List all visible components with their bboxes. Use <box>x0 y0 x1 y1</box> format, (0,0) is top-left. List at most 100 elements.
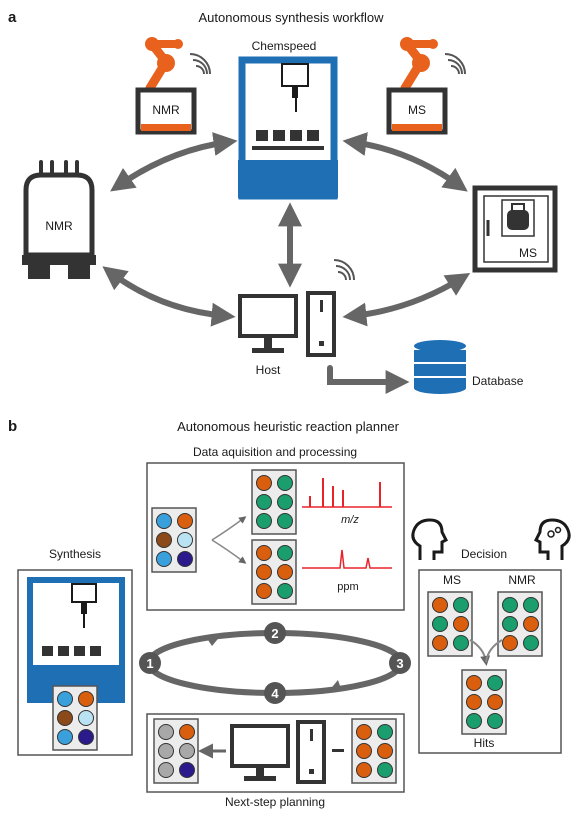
cycle-step-3: 3 <box>389 652 411 674</box>
arrow-host-database <box>327 365 410 394</box>
well <box>277 564 293 580</box>
well <box>158 743 174 759</box>
well <box>277 513 293 529</box>
well <box>523 616 539 632</box>
panel-a-title: Autonomous synthesis workflow <box>199 10 385 25</box>
well <box>356 762 372 778</box>
robot-arm-ms-icon <box>386 37 466 135</box>
well <box>277 494 293 510</box>
well <box>466 694 482 710</box>
nmr-magnet-icon <box>22 160 96 279</box>
well <box>277 545 293 561</box>
well <box>487 694 503 710</box>
well <box>256 513 272 529</box>
well <box>277 475 293 491</box>
well <box>356 724 372 740</box>
well <box>179 743 195 759</box>
well <box>277 583 293 599</box>
hits-plate <box>461 669 507 735</box>
well <box>57 729 73 745</box>
ms-spectrum-plot <box>302 478 392 508</box>
robot-arm-nmr-icon <box>135 37 211 135</box>
well <box>156 532 172 548</box>
well <box>179 762 195 778</box>
well <box>256 545 272 561</box>
well <box>502 616 518 632</box>
panel-b-title: Autonomous heuristic reaction planner <box>177 419 400 434</box>
cycle-step-1: 1 <box>139 652 161 674</box>
well <box>57 710 73 726</box>
ms-processed-plate <box>251 469 297 535</box>
nmr-processed-plate <box>251 539 297 605</box>
well <box>256 494 272 510</box>
well <box>179 724 195 740</box>
cycle-step-2: 2 <box>264 622 286 644</box>
data-processing-box <box>146 462 405 611</box>
svg-text:3: 3 <box>396 656 403 671</box>
well <box>177 513 193 529</box>
arrow-chemspeed-ms <box>342 132 468 192</box>
chemspeed-mini-icon <box>27 577 125 703</box>
nmr-instrument-label: NMR <box>45 219 73 233</box>
well <box>78 691 94 707</box>
well <box>377 743 393 759</box>
ms-instrument-label: MS <box>519 246 537 260</box>
well <box>487 675 503 691</box>
svg-text:2: 2 <box>271 626 278 641</box>
well <box>432 635 448 651</box>
decision-box <box>418 569 562 754</box>
well <box>377 762 393 778</box>
synthesis-label: Synthesis <box>49 547 101 561</box>
well <box>78 729 94 745</box>
well <box>487 713 503 729</box>
planning-input-plate <box>351 718 397 784</box>
well <box>158 762 174 778</box>
synthesis-plate <box>52 685 98 751</box>
host-label: Host <box>256 363 281 377</box>
svg-text:1: 1 <box>146 656 153 671</box>
well <box>377 724 393 740</box>
head-outline-icon <box>411 518 449 560</box>
robot-nmr-label: NMR <box>152 103 180 117</box>
head-thinking-icon <box>533 518 571 560</box>
well <box>156 513 172 529</box>
well <box>57 691 73 707</box>
host-computer-icon <box>238 291 336 357</box>
well <box>256 583 272 599</box>
well <box>502 635 518 651</box>
well <box>466 713 482 729</box>
decision-ms-label: MS <box>443 573 461 587</box>
planning-box <box>146 713 405 793</box>
ppm-axis-label: ppm <box>337 581 358 593</box>
well <box>177 551 193 567</box>
well <box>158 724 174 740</box>
well <box>256 475 272 491</box>
nmr-spectrum-plot <box>302 549 392 569</box>
well <box>256 564 272 580</box>
planning-output-plate <box>153 718 199 784</box>
mz-axis-label: m/z <box>341 514 359 526</box>
panel-b-letter: b <box>8 418 17 435</box>
planning-computer-icon <box>230 720 326 784</box>
mass-spectrometer-icon <box>472 185 558 273</box>
well <box>502 597 518 613</box>
well <box>523 597 539 613</box>
decision-ms-plate <box>427 591 473 657</box>
wifi-icon <box>333 259 355 281</box>
synthesis-box <box>17 569 133 756</box>
starting-plate <box>151 507 197 573</box>
arrow-nmr-host <box>102 266 236 327</box>
decision-nmr-plate <box>497 591 543 657</box>
merge-arrow-nmr <box>485 639 503 663</box>
well <box>432 597 448 613</box>
arrow-chemspeed-nmr <box>110 132 238 192</box>
well <box>156 551 172 567</box>
well <box>453 616 469 632</box>
well <box>356 743 372 759</box>
data-box-title: Data aquisition and processing <box>193 445 357 459</box>
decision-nmr-label: NMR <box>508 573 536 587</box>
branch-arrow-down <box>211 539 247 564</box>
well <box>453 597 469 613</box>
database-label: Database <box>472 374 524 388</box>
